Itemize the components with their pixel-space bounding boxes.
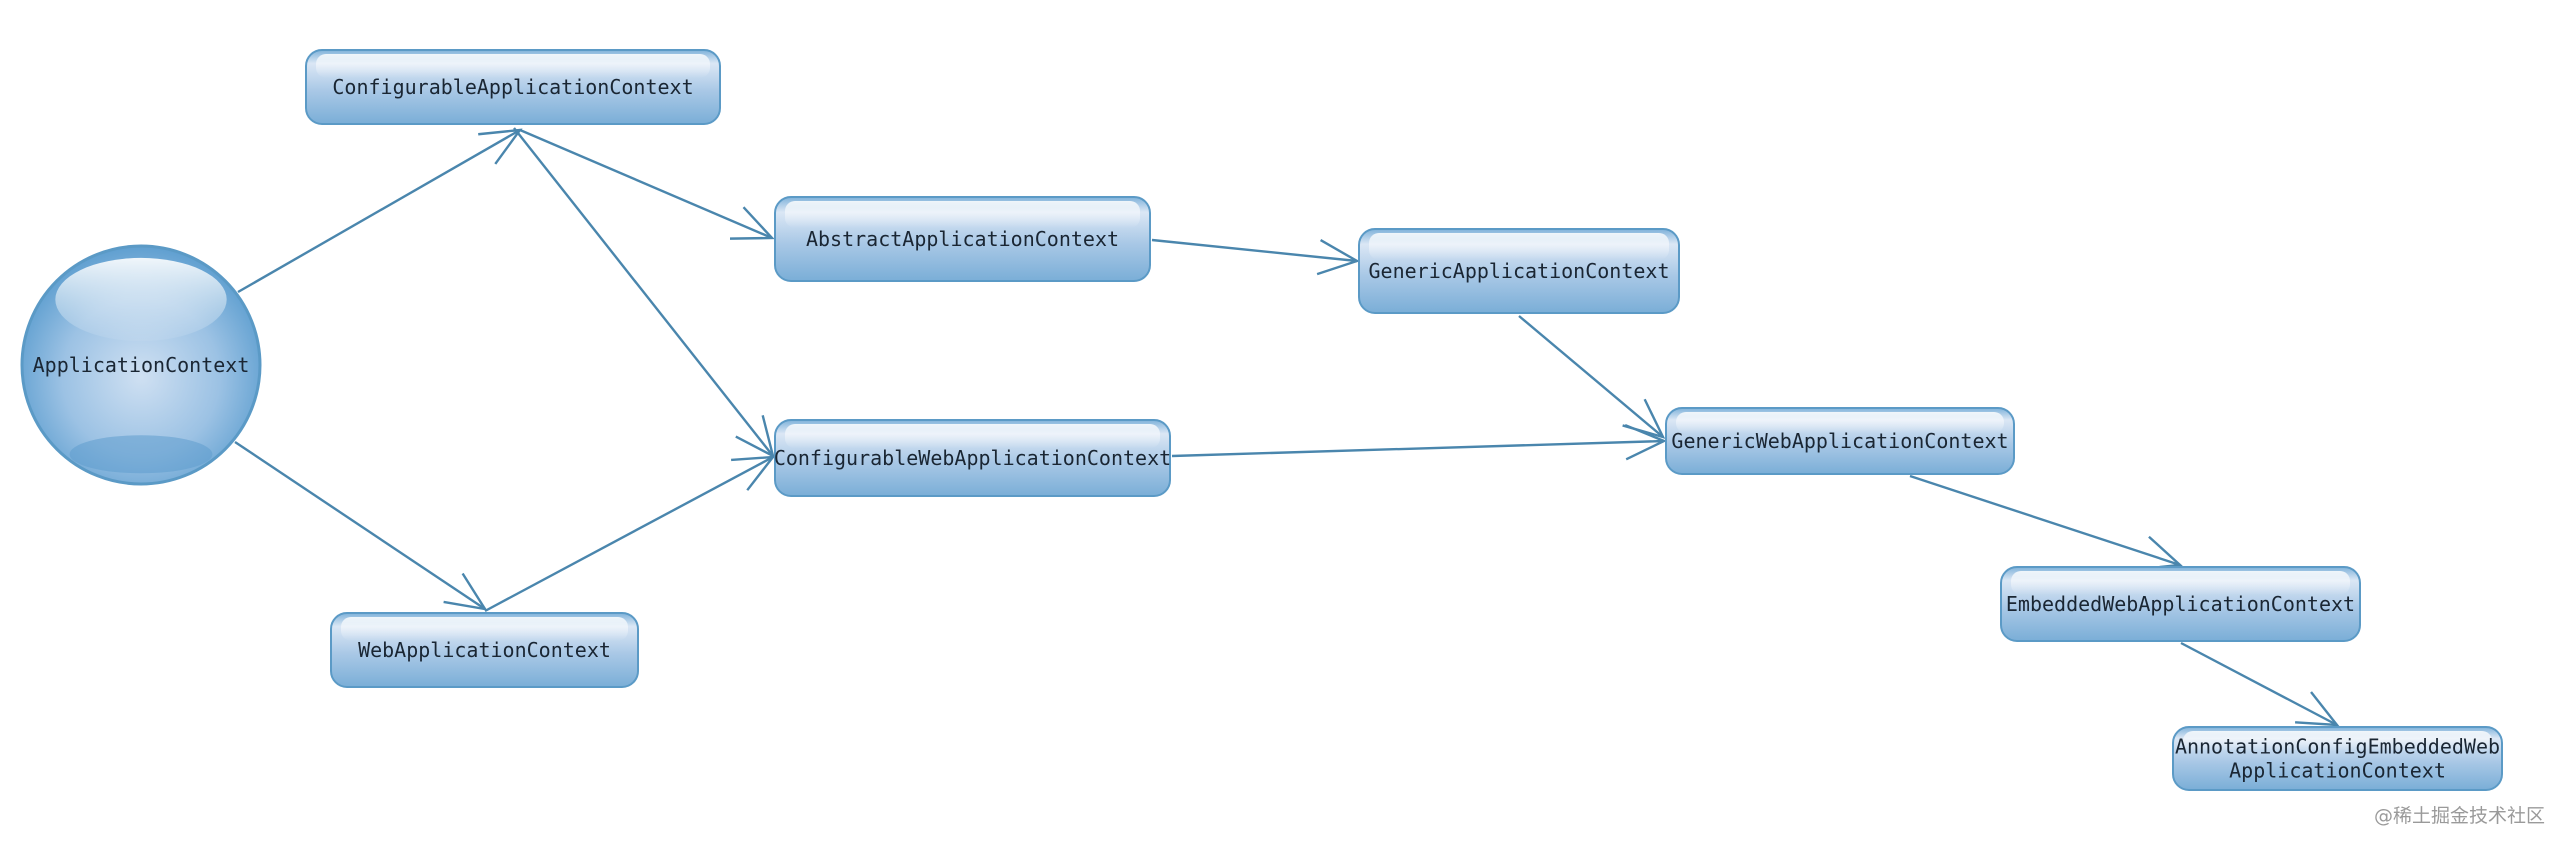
node-label: GenericWebApplicationContext [1671, 429, 2008, 453]
edge-line [519, 128, 773, 240]
edge-cfg-to-cweb [513, 127, 775, 459]
node-label: GenericApplicationContext [1368, 259, 1669, 283]
edge-line [484, 455, 774, 613]
arrowhead-icon [2295, 691, 2340, 727]
edge-line [1909, 474, 2181, 567]
node-shine [785, 201, 1140, 228]
edges [234, 127, 2340, 727]
nodes: ApplicationContext ConfigurableApplicatio… [20, 49, 2503, 791]
node-label: AnnotationConfigEmbeddedWeb [2175, 735, 2500, 759]
edge-cweb-to-gweb [1171, 423, 1667, 461]
node-shine [341, 617, 628, 641]
edge-app-to-web [234, 441, 488, 611]
edge-line [1518, 315, 1664, 438]
arrowhead-icon [1316, 239, 1360, 276]
node-label: ApplicationContext [33, 353, 250, 377]
arrowhead-icon [443, 572, 488, 611]
node-abs: AbstractApplicationContext [774, 196, 1151, 282]
edge-cfg-to-abs [519, 128, 775, 240]
edge-line [1151, 238, 1358, 263]
edge-line [513, 127, 774, 457]
node-gweb: GenericWebApplicationContext [1665, 407, 2015, 475]
node-shine [1676, 412, 2004, 434]
node-label: ConfigurableWebApplicationContext [774, 446, 1171, 470]
node-shine [55, 257, 227, 342]
node-shine [2011, 571, 2350, 595]
node-gen: GenericApplicationContext [1358, 228, 1680, 314]
edge-line [234, 441, 486, 610]
arrowhead-icon [478, 128, 523, 165]
node-label: EmbeddedWebApplicationContext [2006, 592, 2355, 616]
edge-line [237, 128, 521, 294]
node-label: WebApplicationContext [358, 638, 611, 662]
node-emb: EmbeddedWebApplicationContext [2000, 566, 2361, 642]
node-label: ConfigurableApplicationContext [332, 75, 693, 99]
node-shine [2183, 731, 2492, 752]
edge-gen-to-gweb [1518, 315, 1666, 439]
node-cfg: ConfigurableApplicationContext [305, 49, 721, 125]
node-shine [316, 54, 710, 78]
edge-abs-to-gen [1151, 238, 1360, 276]
edge-line [1171, 439, 1665, 458]
node-shine [785, 424, 1160, 449]
node-shine [1369, 233, 1669, 260]
node-cweb: ConfigurableWebApplicationContext [774, 419, 1171, 497]
node-web: WebApplicationContext [330, 612, 639, 688]
arrowhead-icon [731, 455, 776, 491]
node-label: AbstractApplicationContext [806, 227, 1119, 251]
edge-line [2180, 641, 2338, 727]
edge-gweb-to-emb [1909, 474, 2183, 571]
edge-app-to-cfg [237, 128, 523, 294]
node-ann: AnnotationConfigEmbeddedWebApplicationCo… [2172, 726, 2503, 791]
edge-web-to-cweb [484, 455, 776, 613]
node-label: ApplicationContext [2229, 759, 2446, 783]
edge-emb-to-ann [2180, 641, 2340, 727]
node-app: ApplicationContext [20, 244, 262, 486]
arrowhead-icon [729, 206, 775, 240]
watermark-text: @稀土掘金技术社区 [2374, 805, 2545, 827]
node-shade [69, 435, 213, 474]
arrowhead-icon [1624, 423, 1667, 461]
